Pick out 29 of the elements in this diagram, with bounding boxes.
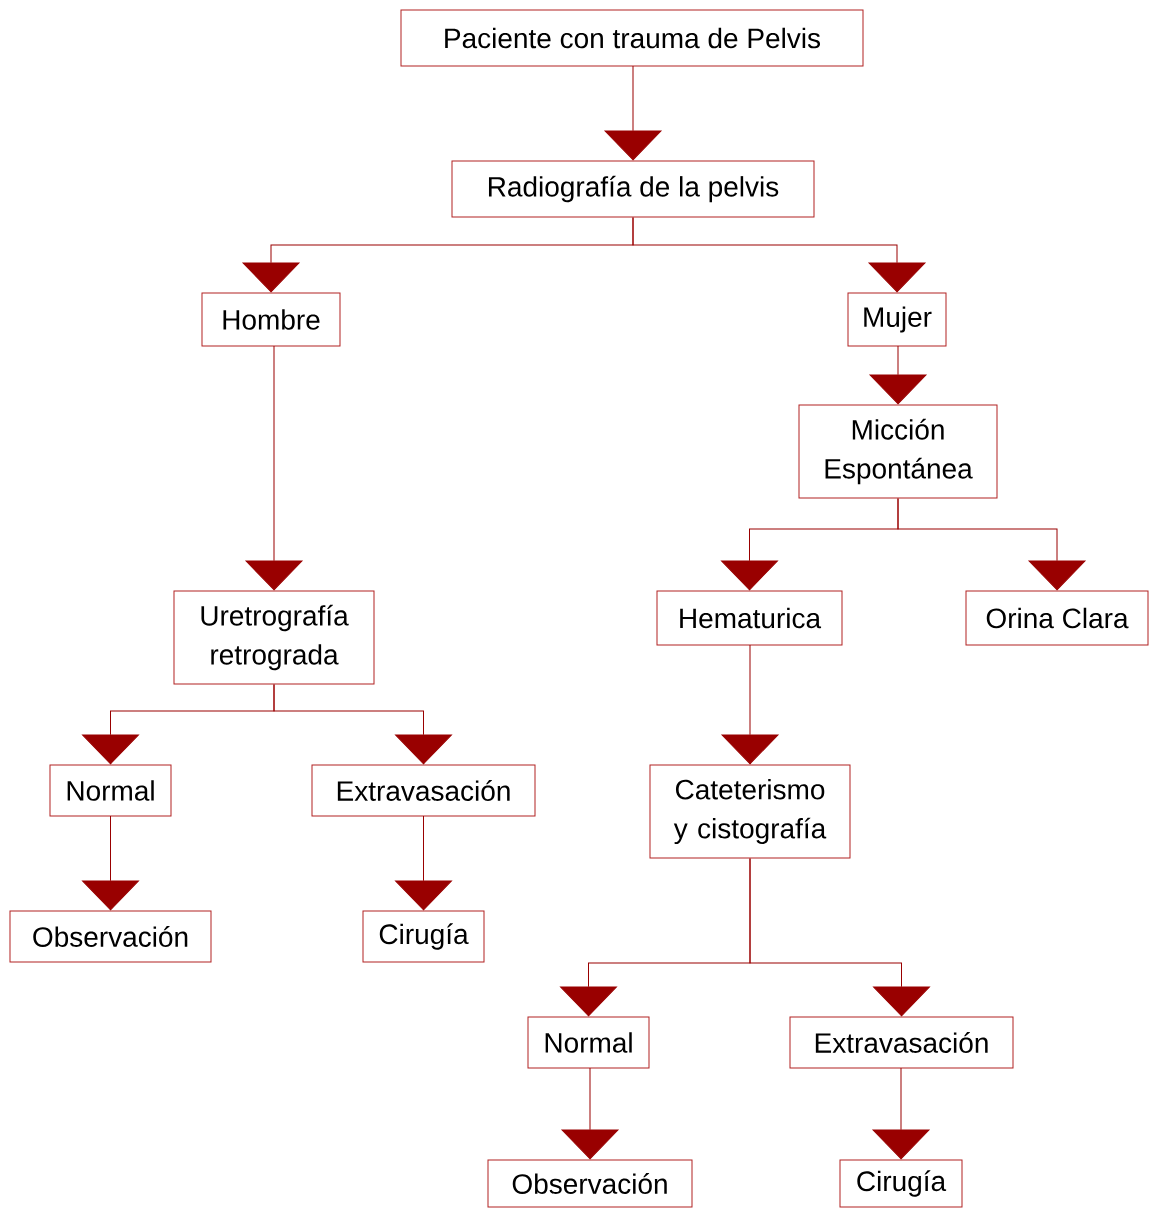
process-box: Cirugía (839, 1159, 963, 1208)
process-box: Extravasación (789, 1016, 1014, 1069)
process-box: Observación (9, 910, 212, 963)
process-box: Cirugía (362, 910, 485, 963)
process-box: Cateterismo y cistografía (649, 764, 851, 859)
process-box: Orina Clara (965, 590, 1149, 646)
arrow (273, 684, 452, 765)
process-box: Normal (49, 764, 172, 817)
process-box: Hombre (201, 292, 341, 347)
arrow (604, 65, 662, 161)
process-box: Extravasación (311, 764, 536, 817)
arrow (395, 815, 452, 911)
arrow (749, 858, 930, 1017)
arrow (82, 815, 139, 911)
process-box: Paciente con trauma de Pelvis (400, 9, 864, 67)
process-box: Uretrografía retrograda (173, 590, 375, 685)
process-box: Radiografía de la pelvis (451, 160, 815, 218)
arrow (561, 1067, 619, 1160)
process-box: Normal (527, 1016, 650, 1069)
process-box: Observación (487, 1159, 693, 1208)
arrow (897, 498, 1086, 591)
arrow (245, 345, 303, 591)
arrow (721, 644, 779, 765)
arrow (872, 1067, 930, 1160)
arrow (632, 217, 926, 293)
arrow (869, 345, 927, 405)
process-box: Hematurica (656, 590, 843, 646)
process-box: Micción Espontánea (798, 404, 998, 499)
process-box: Mujer (847, 292, 947, 347)
